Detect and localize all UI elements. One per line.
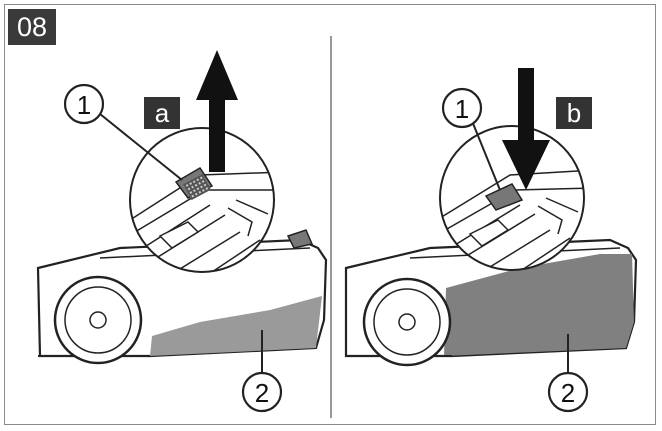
device-body-shaded-right xyxy=(444,254,634,356)
left-panel: a 1 2 xyxy=(36,50,328,413)
letter-b-label: b xyxy=(567,98,581,128)
step-number-badge: 08 xyxy=(8,9,56,45)
device-body-shaded xyxy=(150,296,322,356)
callout-1-right-label: 1 xyxy=(455,94,469,124)
callout-2-right-label: 2 xyxy=(561,378,575,408)
zoom-detail-right xyxy=(439,125,585,271)
zoom-detail-left xyxy=(129,127,275,273)
letter-a-label: a xyxy=(155,98,170,128)
letter-box-b xyxy=(556,97,592,129)
wheel-left xyxy=(53,275,143,365)
right-panel: b 1 2 xyxy=(344,68,638,413)
release-knob xyxy=(286,229,314,249)
callout-1-left xyxy=(63,83,105,125)
callout-2-right xyxy=(547,371,589,413)
arrow-up-icon xyxy=(196,50,238,172)
callout-1-right xyxy=(441,87,483,129)
callout-2-left xyxy=(241,371,283,413)
callout-2-left-label: 2 xyxy=(255,378,269,408)
arrow-down-icon xyxy=(502,68,550,190)
letter-box-a xyxy=(144,97,180,129)
callout-1-left-label: 1 xyxy=(77,90,91,120)
wheel-right xyxy=(362,277,452,367)
